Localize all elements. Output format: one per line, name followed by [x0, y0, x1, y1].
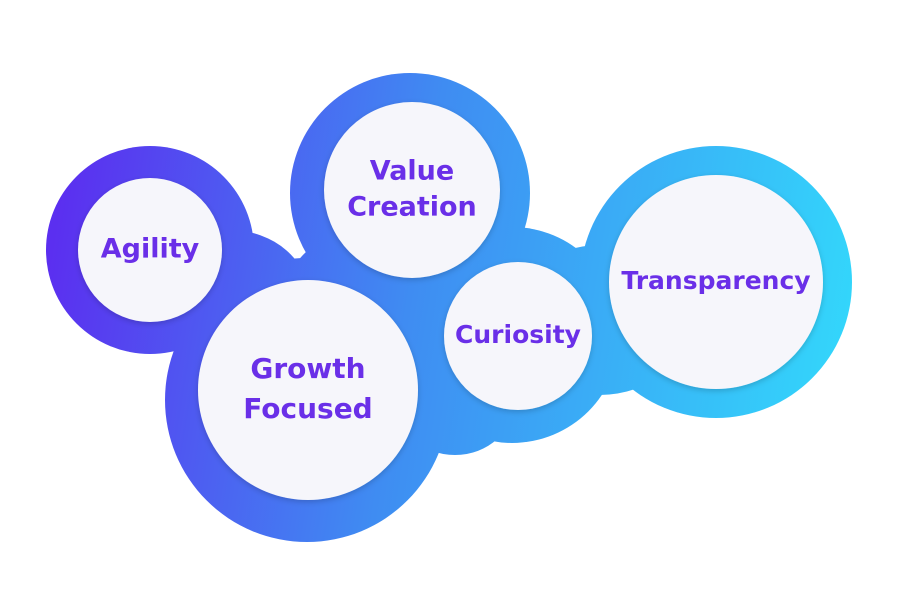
bubble-agility-label-line-1: Agility: [101, 234, 200, 265]
bubble-transparency-label-line-1: Transparency: [621, 266, 810, 295]
bubble-value-creation-circle: [324, 102, 500, 278]
bubble-agility-circle: [78, 178, 222, 322]
bubble-value-creation-label-line-2: Creation: [347, 192, 477, 223]
bubble-transparency-circle: [609, 175, 823, 389]
bubble-curiosity: Curiosity: [444, 262, 592, 410]
bubble-growth-focused-circle: [198, 280, 418, 500]
bubble-curiosity-circle: [444, 262, 592, 410]
bubble-agility: Agility: [78, 178, 222, 322]
bubble-growth-focused-label-line-1: Growth: [250, 352, 365, 385]
bubble-value-creation-label-line-1: Value: [370, 156, 454, 187]
bubble-growth-focused-label-line-2: Focused: [243, 392, 372, 425]
bubble-curiosity-label-line-1: Curiosity: [455, 320, 581, 349]
bubble-transparency: Transparency: [609, 175, 823, 389]
